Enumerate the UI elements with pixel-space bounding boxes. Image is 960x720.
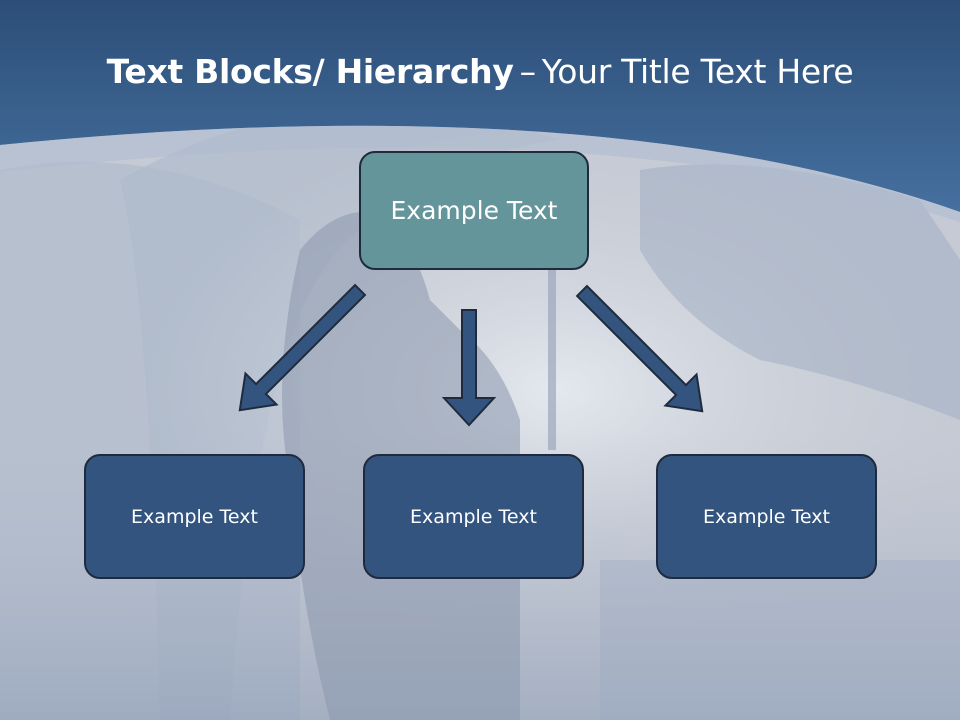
hierarchy-root-box[interactable]: Example Text (359, 151, 589, 270)
tunnel-right-shapes (640, 164, 960, 420)
title-bold-part: Text Blocks/ Hierarchy (106, 52, 514, 91)
root-box-label: Example Text (390, 196, 558, 225)
arrow-down-center (441, 309, 497, 427)
child-box-label: Example Text (131, 505, 258, 528)
slide-title: Text Blocks/ Hierarchy–Your Title Text H… (0, 52, 960, 91)
header-band (0, 0, 960, 212)
child-box-label: Example Text (410, 505, 537, 528)
hierarchy-child-box-right[interactable]: Example Text (656, 454, 877, 579)
title-rest-part: Your Title Text Here (541, 52, 854, 91)
arrow-down-right (575, 284, 704, 413)
header-swoosh (0, 125, 960, 222)
title-dash: – (519, 52, 537, 91)
child-box-label: Example Text (703, 505, 830, 528)
hierarchy-child-box-center[interactable]: Example Text (363, 454, 584, 579)
arrow-down-left (238, 283, 367, 412)
hierarchy-child-box-left[interactable]: Example Text (84, 454, 305, 579)
